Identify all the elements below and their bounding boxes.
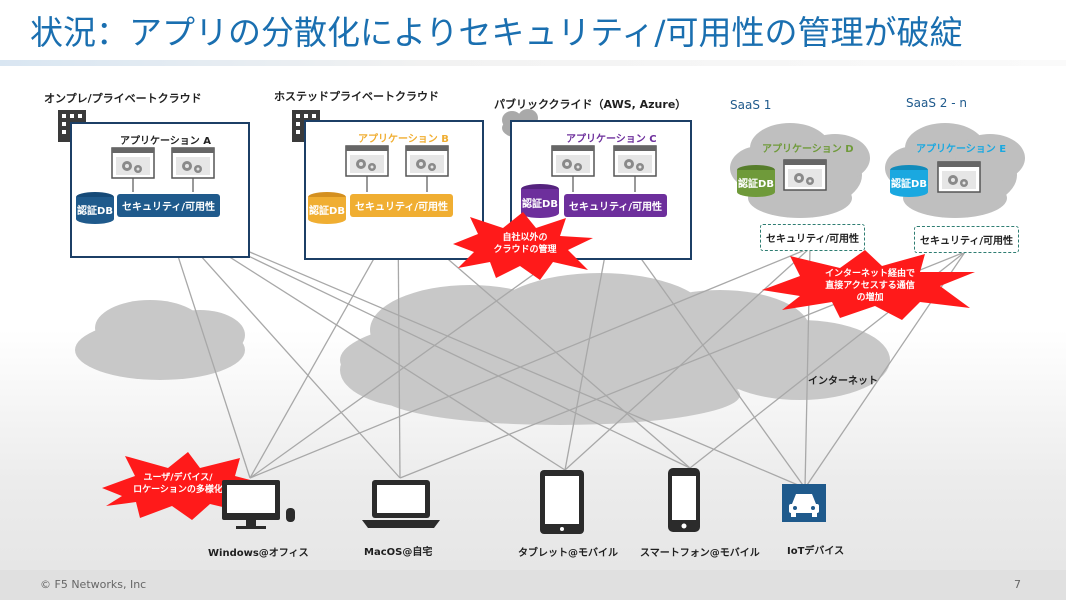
page-number: 7 [1014,578,1021,591]
callout-burst [762,250,975,320]
title-divider [0,60,1066,66]
callout-text: インターネット経由で 直接アクセスする通信 の増加 [824,269,915,303]
env-label-public: パブリッククライド（AWS, Azure） [494,98,687,111]
desktop-icon [222,480,295,529]
copyright-text: © F5 Networks, Inc [40,578,147,591]
callout-burst [453,212,593,280]
app-window-icon [551,145,595,177]
network-diagram [58,109,1025,489]
security-bar-c: セキュリティ/可用性 [564,194,668,217]
hosted-environment-box [304,120,484,260]
app-a-title: アプリケーション A [120,136,212,147]
app-window-icon [405,145,449,177]
app-window-icons [76,145,981,224]
app-window-icon [937,161,981,193]
db-label-b: 認証DB [309,206,345,217]
callout-burst [102,452,258,520]
db-label-c: 認証DB [522,199,558,210]
internet-label: インターネット [808,376,878,387]
env-label-hosted: ホステッドプライベートクラウド [274,90,439,103]
env-label-saas1: SaaS 1 [730,98,772,112]
device-label-iot: IoTデバイス [787,546,845,557]
db-icon [308,192,346,224]
app-e-title: アプリケーション E [916,144,1007,155]
device-label-mac: MacOS@自宅 [364,547,433,558]
page-title: 状況：アプリの分散化によりセキュリティ/可用性の管理が破綻 [30,13,963,52]
db-icon [737,165,775,197]
callout-text: 自社以外の クラウドの管理 [493,233,557,255]
laptop-icon [362,480,440,528]
app-window-icon [171,147,215,179]
env-label-saas2: SaaS 2 - n [906,96,967,110]
internet-cloud [340,273,890,425]
tablet-icon [540,470,584,534]
app-window-icon [783,159,827,191]
app-d-title: アプリケーション D [762,144,854,155]
callout-text: ユーザ/デバイス/ ロケーションの多様化 [133,473,223,495]
db-label-a: 認証DB [77,206,113,217]
security-bar-a: セキュリティ/可用性 [117,194,221,217]
app-b-title: アプリケーション B [358,134,449,145]
left-cloud [75,300,245,380]
footer-bar [0,570,1066,600]
app-window-icon [111,147,155,179]
db-label-d: 認証DB [738,179,774,190]
app-window-icon [613,145,657,177]
device-label-windows: Windows@オフィス [208,548,309,559]
db-icon [76,192,114,224]
db-label-e: 認証DB [891,179,927,190]
app-window-icon [345,145,389,177]
device-label-smartphone: スマートフォン@モバイル [640,548,760,559]
device-label-tablet: タブレット@モバイル [518,548,618,559]
device-icons [222,468,826,534]
smartphone-icon [668,468,700,532]
app-c-title: アプリケーション C [566,134,657,145]
db-icon [890,165,928,197]
db-icon [521,184,559,218]
security-bar-b: セキュリティ/可用性 [350,194,454,217]
env-label-onprem: オンプレ/プライベートクラウド [44,92,202,105]
car-icon [782,484,826,522]
security-box-e: セキュリティ/可用性 [914,226,1020,253]
onprem-environment-box [70,122,250,258]
security-box-d: セキュリティ/可用性 [760,224,866,251]
